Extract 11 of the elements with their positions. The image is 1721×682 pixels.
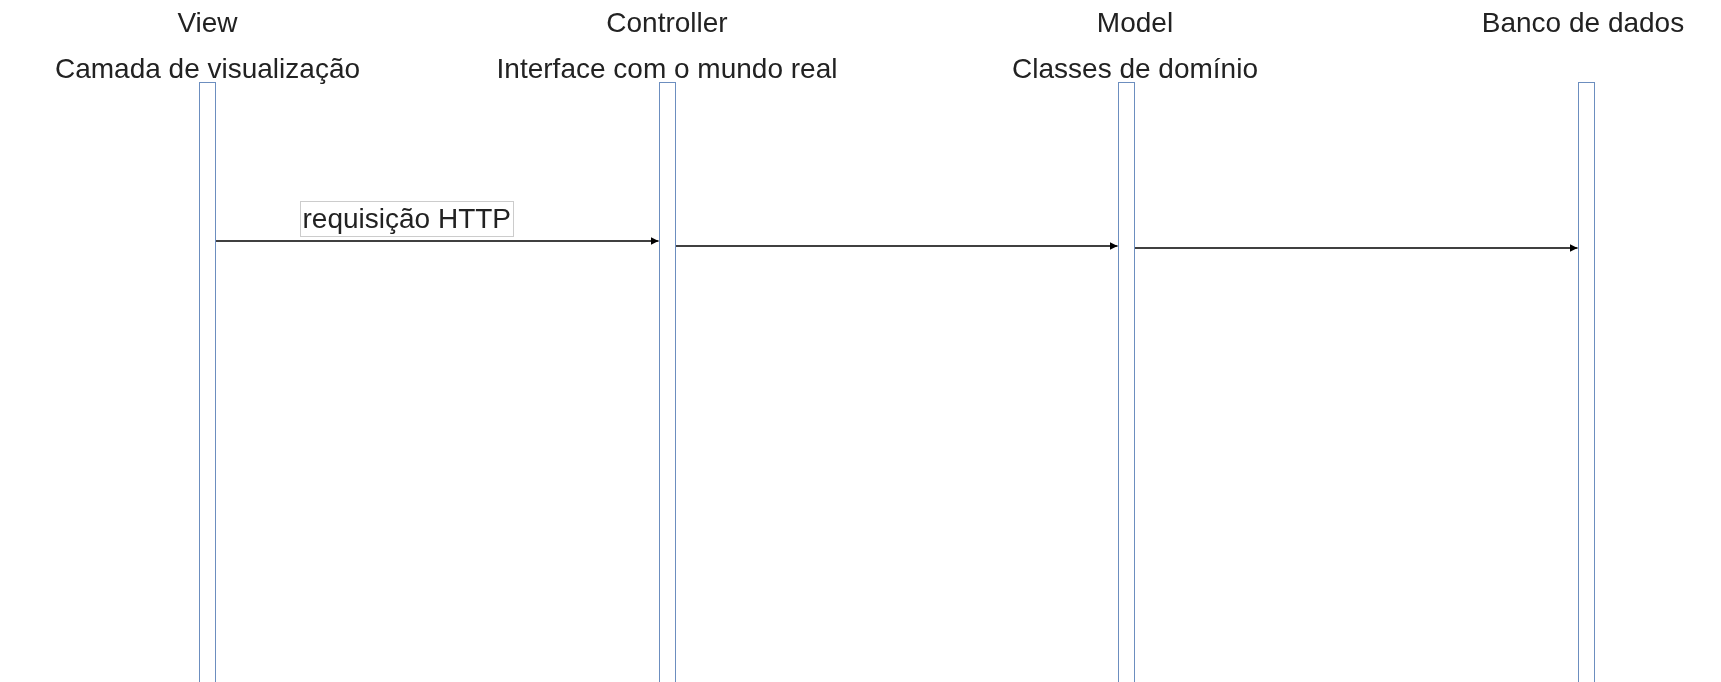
message-arrow: [674, 242, 1119, 250]
lifeline-title: Banco de dados: [1480, 6, 1686, 40]
message-arrow: [214, 237, 660, 245]
lifeline-subtitle: Classes de domínio: [1011, 52, 1259, 86]
lifeline-subtitle: Camada de visualização: [53, 52, 362, 86]
lifeline-title: Model: [1095, 6, 1175, 40]
message-arrow: [1133, 244, 1579, 252]
lifeline-title: View: [176, 6, 239, 40]
edge-label: requisição HTTP: [299, 201, 514, 237]
lifeline-title: Controller: [605, 6, 729, 40]
lifeline-subtitle: Interface com o mundo real: [495, 52, 839, 86]
